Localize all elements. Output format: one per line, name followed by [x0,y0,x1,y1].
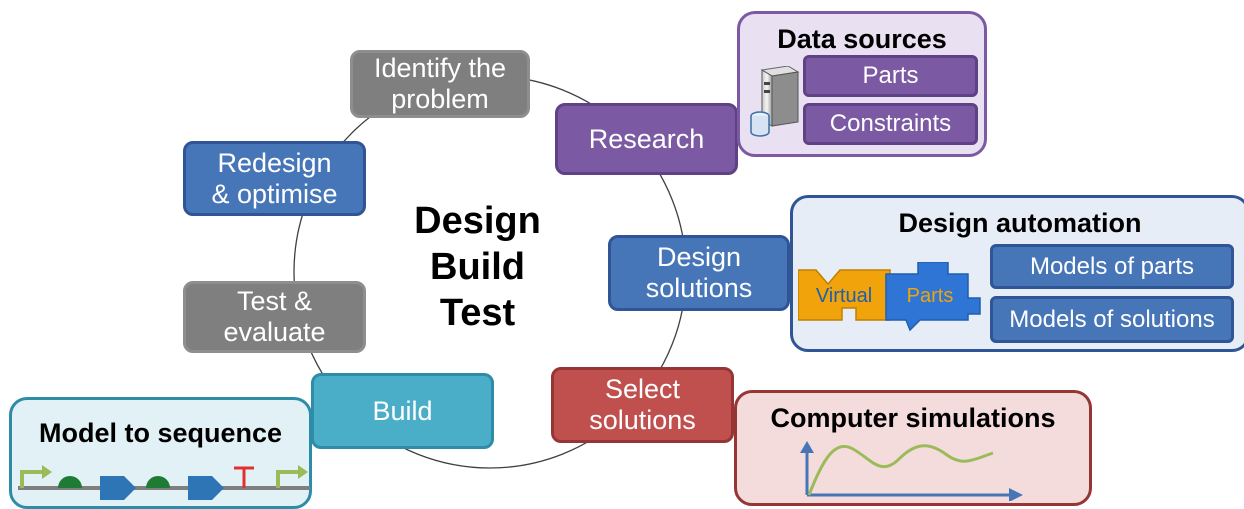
step-design-solutions[interactable]: Design solutions [608,235,790,311]
logo-text-parts: Parts [907,285,954,307]
step-select-solutions[interactable]: Select solutions [551,367,734,443]
data-source-parts[interactable]: Parts [803,55,978,97]
models-of-parts[interactable]: Models of parts [990,244,1234,289]
computer-simulations-panel: Computer simulations [734,390,1092,506]
data-sources-panel: Data sources Parts Constraints [737,11,987,157]
step-identify-problem[interactable]: Identify the problem [350,50,530,118]
step-redesign-optimise[interactable]: Redesign & optimise [183,141,366,216]
simulation-chart-icon [800,441,1023,501]
model-to-sequence-title: Model to sequence [38,418,283,448]
step-test-evaluate[interactable]: Test & evaluate [183,281,366,353]
computer-simulations-title: Computer simulations [770,403,1056,433]
virtual-parts-logo-icon: Virtual Parts [798,262,981,332]
design-automation-title: Design automation [898,208,1142,238]
step-research[interactable]: Research [555,103,738,175]
center-title: Design Build Test [414,200,541,334]
data-sources-title: Data sources [777,24,947,54]
step-build[interactable]: Build [311,373,494,449]
server-database-icon [750,66,800,137]
genetic-sequence-icon [18,465,310,500]
design-automation-panel: Design automation Virtual Parts Models o… [790,195,1244,352]
model-to-sequence-panel: Model to sequence [9,397,312,509]
models-of-solutions[interactable]: Models of solutions [990,296,1234,343]
logo-text-virtual: Virtual [816,285,872,307]
data-source-constraints[interactable]: Constraints [803,103,978,145]
